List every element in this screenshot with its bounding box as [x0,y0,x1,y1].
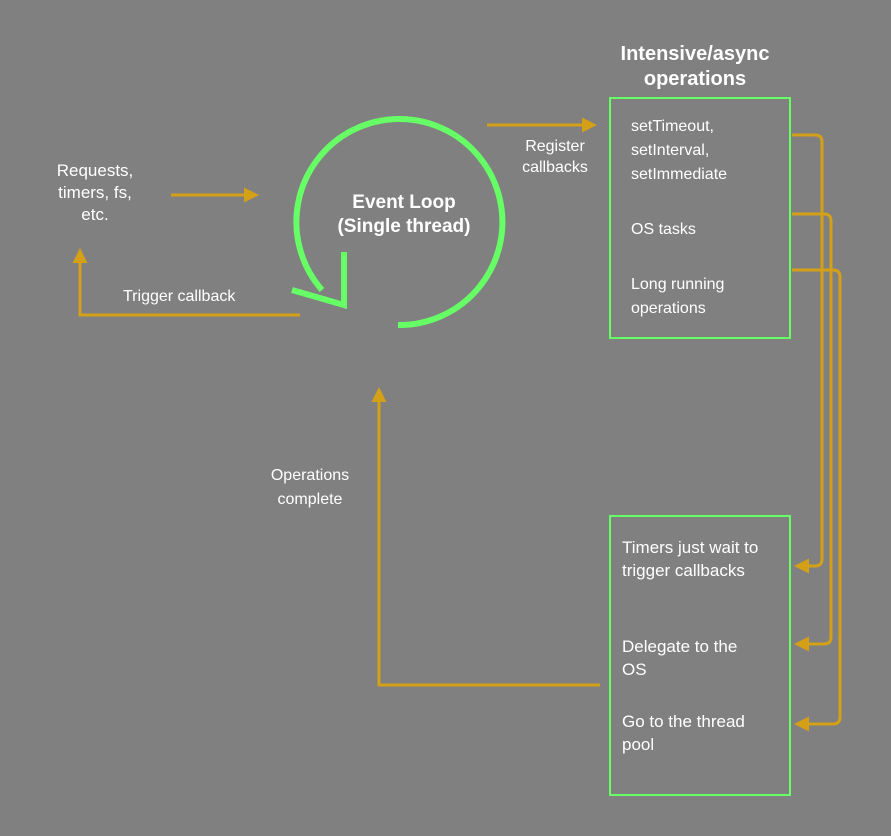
register-callbacks-label: Register callbacks [522,138,588,176]
async-item-os-tasks: OS tasks [631,221,696,238]
event-loop-arrowhead [291,252,347,309]
arrow-trigger-callback [72,248,300,317]
operations-complete-label: Operations complete [270,467,350,508]
inputs-label: Requests, timers, fs, etc. [56,161,134,224]
handling-box [609,515,791,796]
async-item-long-running: Long running operations [631,276,725,317]
async-item-timers: setTimeout, setInterval, setImmediate [631,118,728,183]
handling-item-timers: Timers just wait to trigger callbacks [622,538,759,580]
arrow-operations-complete [371,387,600,687]
trigger-callback-label: Trigger callback [123,288,236,305]
event-loop-circle [293,116,506,329]
handling-item-os: Delegate to the OS [622,637,738,679]
arrow-timers-to-wait [792,133,824,574]
event-loop-title-block: Event Loop (Single thread) [304,191,504,239]
async-operations-box [609,97,791,339]
event-loop-title: Event Loop [352,192,456,213]
arrow-os-tasks-to-os [792,212,833,652]
event-loop-subtitle: (Single thread) [337,216,471,237]
arrow-long-running-to-pool [792,268,842,732]
handling-item-thread-pool: Go to the thread pool [622,712,745,754]
async-box-heading: Intensive/async operations [620,43,770,90]
